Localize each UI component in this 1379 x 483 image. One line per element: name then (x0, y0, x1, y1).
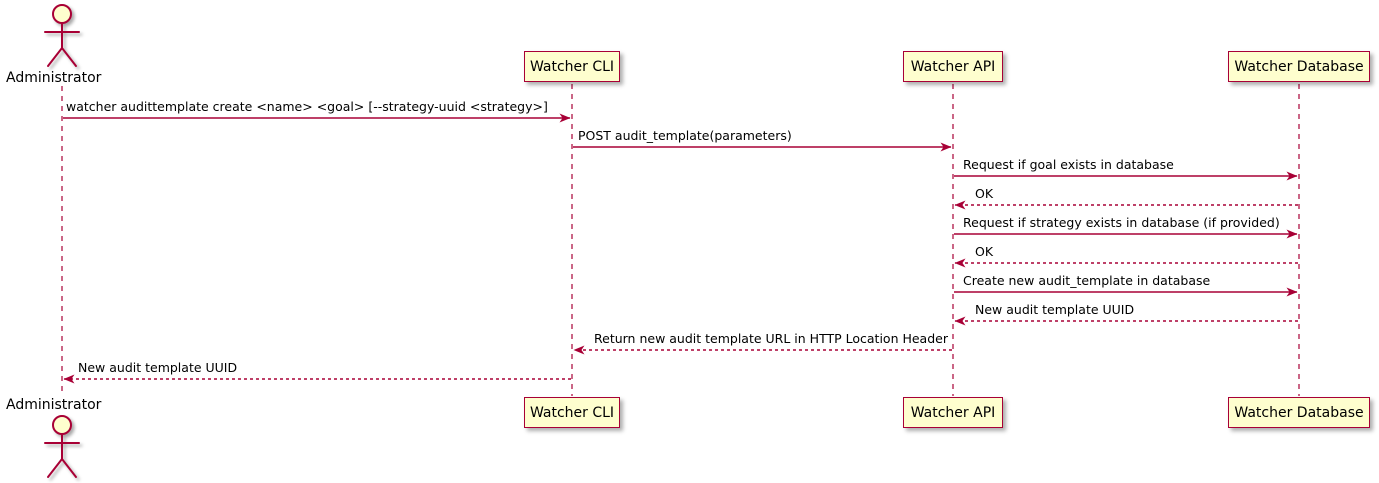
participant-box-watcher-cli-bottom[interactable]: Watcher CLI (524, 397, 620, 428)
message-label-10: New audit template UUID (78, 360, 238, 375)
lifelines (61, 84, 1300, 396)
message-label-7: Create new audit_template in database (963, 273, 1211, 288)
message-label-5: Request if strategy exists in database (… (963, 215, 1280, 230)
participant-label-watcher-database-bottom: Watcher Database (1234, 404, 1364, 421)
participant-box-watcher-api-bottom[interactable]: Watcher API (903, 397, 1003, 428)
participant-label-watcher-database-top: Watcher Database (1234, 58, 1364, 75)
message-arrows (63, 113, 1298, 384)
participant-label-watcher-api-bottom: Watcher API (910, 404, 996, 421)
message-label-2: POST audit_template(parameters) (578, 128, 792, 143)
message-label-4: OK (975, 186, 994, 201)
actor-label-administrator-bottom: Administrator (6, 397, 102, 413)
participant-box-watcher-database-top[interactable]: Watcher Database (1228, 51, 1370, 82)
message-label-1: watcher audittemplate create <name> <goa… (66, 99, 548, 114)
actor-label-administrator-top: Administrator (6, 70, 102, 86)
participant-label-watcher-api-top: Watcher API (910, 58, 996, 75)
actor-administrator-top (44, 4, 80, 67)
actor-administrator-bottom (44, 415, 80, 478)
participant-label-watcher-cli-top: Watcher CLI (529, 58, 615, 75)
message-label-6: OK (975, 244, 994, 259)
message-label-3: Request if goal exists in database (963, 157, 1174, 172)
message-label-8: New audit template UUID (975, 302, 1135, 317)
participant-box-watcher-cli-top[interactable]: Watcher CLI (524, 51, 620, 82)
participant-box-watcher-database-bottom[interactable]: Watcher Database (1228, 397, 1370, 428)
message-label-9: Return new audit template URL in HTTP Lo… (594, 331, 948, 346)
participant-box-watcher-api-top[interactable]: Watcher API (903, 51, 1003, 82)
participant-label-watcher-cli-bottom: Watcher CLI (529, 404, 615, 421)
